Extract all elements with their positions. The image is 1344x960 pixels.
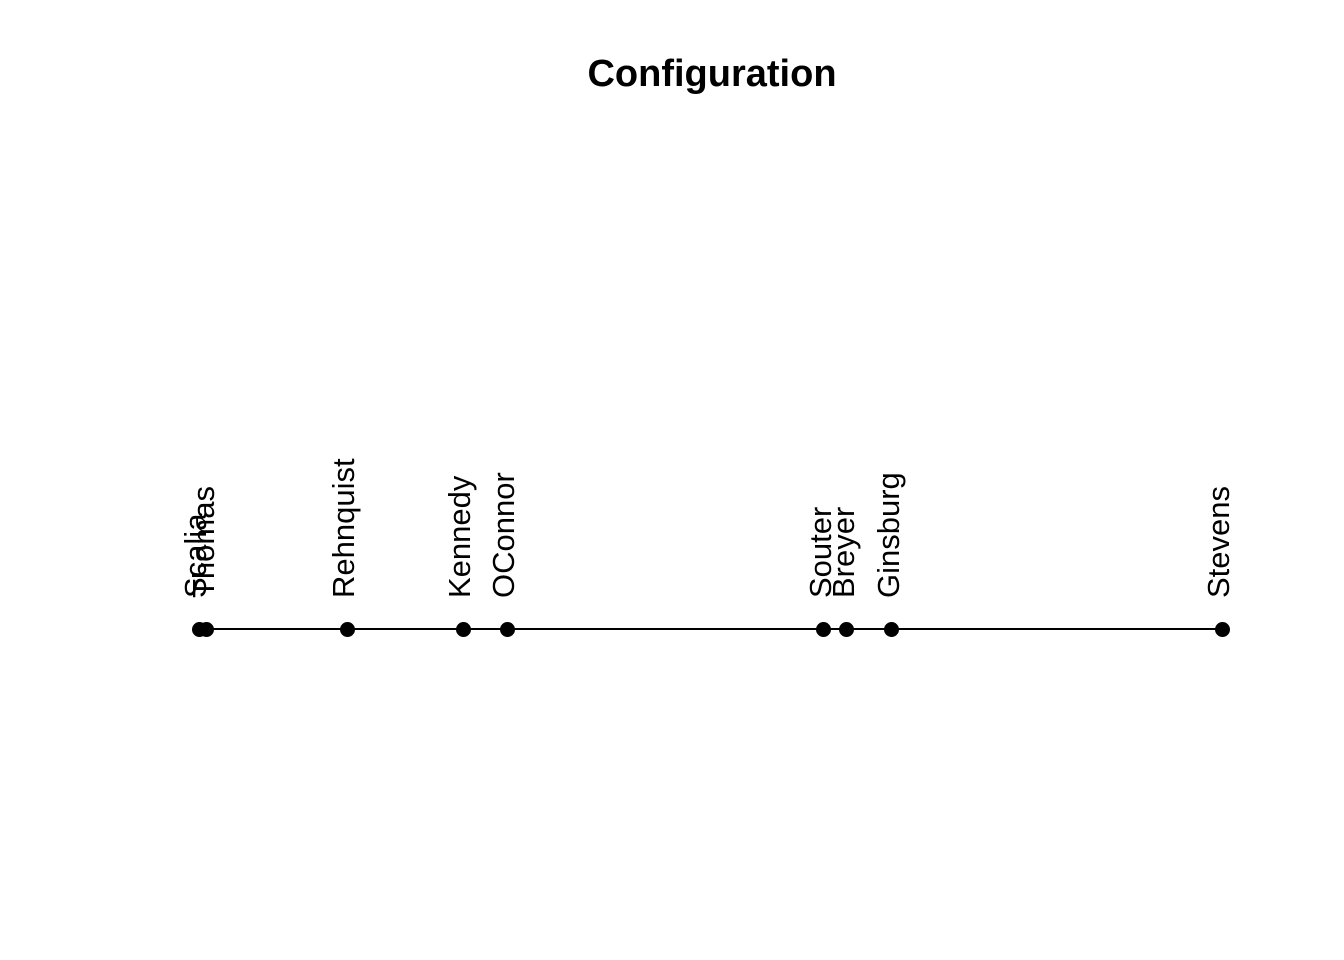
point-label-kennedy: Kennedy xyxy=(442,475,478,598)
data-point-kennedy xyxy=(455,621,471,637)
point-label-oconnor: OConnor xyxy=(486,472,522,598)
data-point-thomas xyxy=(199,621,215,637)
point-label-rehnquist: Rehnquist xyxy=(326,458,362,598)
data-point-souter xyxy=(816,621,832,637)
chart-title: Configuration xyxy=(587,53,837,95)
point-label-stevens: Stevens xyxy=(1201,485,1236,598)
data-point-rehnquist xyxy=(339,621,355,637)
point-label-thomas: Thomas xyxy=(185,486,221,598)
configuration-line xyxy=(199,628,1222,630)
point-label-breyer: Breyer xyxy=(825,506,861,598)
data-point-oconnor xyxy=(499,621,515,637)
data-point-ginsburg xyxy=(884,621,900,637)
data-point-breyer xyxy=(839,621,855,637)
data-point-stevens xyxy=(1214,621,1230,637)
point-label-ginsburg: Ginsburg xyxy=(870,472,906,598)
